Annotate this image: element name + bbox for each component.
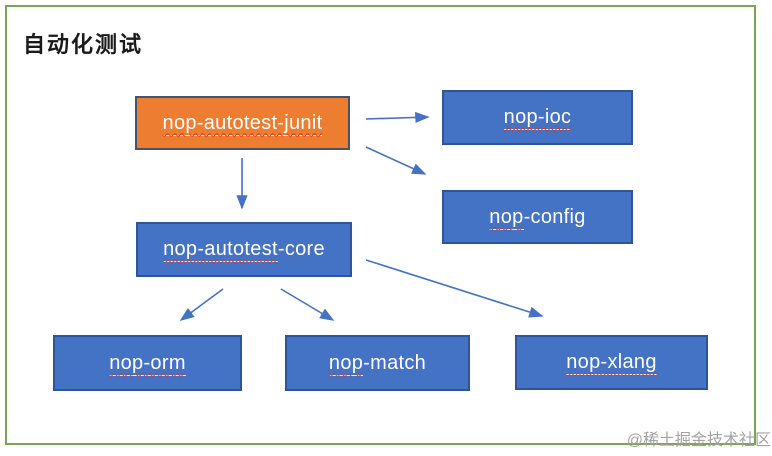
- node-nop-autotest-junit: nop-autotest-junit: [135, 96, 350, 150]
- label-marked-segment: nop: [328, 351, 364, 376]
- node-nop-autotest-core: nop-autotest-core: [136, 222, 352, 277]
- node-label: nop-xlang: [566, 351, 657, 375]
- diagram-title: 自动化测试: [23, 32, 144, 57]
- diagram-frame-border: [5, 5, 756, 445]
- juejin-watermark: @稀土掘金技术社区: [626, 432, 771, 449]
- node-label: nop-orm: [109, 351, 186, 376]
- node-nop-match: nop-match: [285, 335, 470, 391]
- label-marked-segment: nop-autotest-junit: [162, 111, 323, 136]
- node-nop-xlang: nop-xlang: [515, 335, 708, 390]
- node-label: nop-config: [489, 205, 586, 230]
- node-nop-ioc: nop-ioc: [442, 90, 633, 145]
- node-label: nop-autotest-core: [163, 238, 325, 262]
- label-marked-segment: nop-autotest: [163, 238, 278, 262]
- label-marked-segment: nop: [489, 205, 524, 230]
- node-label: nop-autotest-junit: [162, 111, 323, 136]
- label-marked-segment: nop-orm: [109, 351, 186, 376]
- label-plain-segment: -core: [277, 238, 325, 260]
- label-marked-segment: nop-xlang: [566, 351, 657, 375]
- node-nop-config: nop-config: [442, 190, 633, 244]
- label-plain-segment: -match: [363, 351, 427, 374]
- node-label: nop-match: [328, 351, 427, 376]
- label-marked-segment: nop-ioc: [503, 106, 572, 130]
- node-label: nop-ioc: [503, 106, 572, 130]
- label-plain-segment: -config: [523, 205, 586, 228]
- node-nop-orm: nop-orm: [53, 335, 242, 391]
